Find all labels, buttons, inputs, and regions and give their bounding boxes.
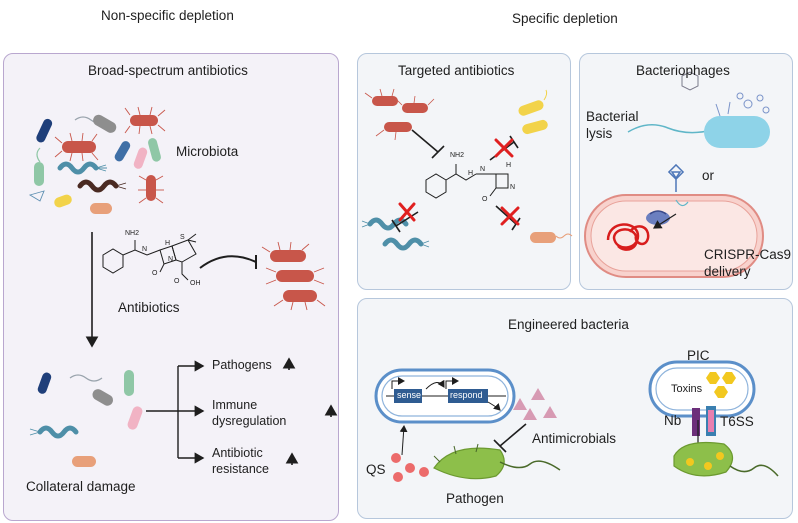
bacteriophages-title: Bacteriophages	[636, 63, 730, 78]
lysis-label-2: lysis	[586, 126, 613, 141]
respond-label: respond	[450, 390, 483, 400]
qs-molecules	[391, 453, 429, 482]
broad-spectrum-title: Broad-spectrum antibiotics	[88, 63, 248, 78]
outcome-immune: Immune	[212, 398, 258, 412]
outcome-pathogens: Pathogens	[212, 358, 272, 372]
t6ss-label: T6SS	[720, 414, 754, 429]
outcome-antibiotic: Antibiotic	[212, 446, 263, 460]
broad-mol-h: H	[165, 240, 171, 247]
antimicrobial-triangles	[513, 388, 557, 420]
targeted-molecule	[425, 164, 509, 199]
broad-mol-o2: O	[174, 278, 180, 285]
pathogen	[433, 443, 561, 480]
targeted-antibiotics-title: Targeted antibiotics	[398, 63, 515, 78]
spared-bacteria	[361, 89, 573, 251]
crispr-label-1: CRISPR-Cas9	[704, 247, 792, 262]
pathogen-label: Pathogen	[446, 491, 504, 506]
broad-spectrum-panel	[3, 53, 339, 521]
red-bacteria-cluster	[261, 241, 326, 311]
broad-mol-o1: O	[152, 270, 158, 277]
broad-mol-s: S	[180, 234, 185, 241]
targeted-mol-h1: H	[468, 170, 474, 177]
left-header: Non-specific depletion	[101, 8, 234, 23]
targeted-mol-nh2: NH2	[450, 152, 465, 159]
targeted-red-bacteria	[364, 88, 435, 141]
engineered-bacteria-title: Engineered bacteria	[508, 317, 629, 332]
crispr-label-2: delivery	[704, 264, 751, 279]
qs-label: QS	[366, 462, 386, 477]
microbiota-label: Microbiota	[176, 144, 239, 159]
targeted-mol-h2: H	[506, 162, 512, 169]
target-pathogen	[673, 441, 779, 477]
broad-mol-n1: N	[142, 246, 148, 253]
lysis-bacterium	[627, 71, 770, 148]
remaining-bacteria	[29, 370, 143, 467]
right-header: Specific depletion	[512, 11, 618, 26]
collateral-damage-label: Collateral damage	[26, 479, 136, 494]
nb-label: Nb	[664, 413, 682, 428]
broad-antibiotic-molecule	[102, 233, 197, 281]
antibiotics-label: Antibiotics	[118, 300, 180, 315]
increase-arrows	[282, 357, 338, 465]
sense-respond-cell	[374, 368, 516, 424]
antimicrobials-label: Antimicrobials	[532, 431, 617, 446]
outcome-resistance: resistance	[212, 462, 269, 476]
broad-mol-n2: N	[168, 256, 174, 263]
pic-label: PIC	[687, 348, 710, 363]
sense-label: sense	[397, 390, 422, 400]
targeted-mol-n1: N	[480, 166, 486, 173]
targeted-mol-n2: N	[510, 184, 516, 191]
outcome-dysregulation: dysregulation	[212, 414, 287, 428]
lysis-label-1: Bacterial	[586, 109, 639, 124]
red-cross-marks	[398, 138, 520, 226]
pic-cell	[648, 360, 756, 436]
broad-mol-oh: OH	[190, 280, 201, 287]
crispr-cell	[584, 163, 764, 278]
outcome-arrows	[146, 360, 205, 464]
inhibition-curve	[199, 255, 257, 269]
broad-mol-nh2: NH2	[125, 230, 140, 237]
targeted-mol-o: O	[482, 196, 488, 203]
or-label: or	[702, 168, 715, 183]
toxins-label: Toxins	[671, 383, 703, 395]
microbiota-cluster	[28, 106, 166, 214]
